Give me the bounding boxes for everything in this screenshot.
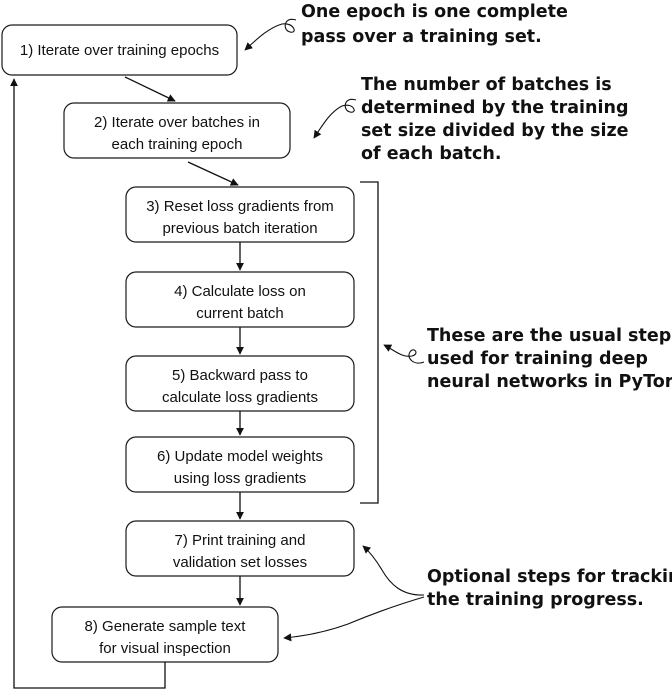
step-4-line-2: current batch <box>196 305 284 322</box>
step-3-box: 3) Reset loss gradients from previous ba… <box>125 186 355 243</box>
callout-arrow-batches <box>313 98 357 139</box>
callout-arrow-optional-7 <box>362 545 425 596</box>
annotation-batches-line-4: of each batch. <box>361 144 502 164</box>
loop-back-arrow <box>10 78 166 689</box>
step-7-box: 7) Print training and validation set los… <box>125 520 355 577</box>
step-4-box: 4) Calculate loss on current batch <box>125 271 355 328</box>
step-6-box: 6) Update model weights using loss gradi… <box>125 436 355 493</box>
step-3-line-2: previous batch iteration <box>162 220 317 237</box>
step-7-line-2: validation set losses <box>173 554 307 571</box>
step-8-line-1: 8) Generate sample text <box>85 618 247 635</box>
callout-arrow-optional-8 <box>283 596 425 642</box>
step-4-line-1: 4) Calculate loss on <box>174 283 306 300</box>
step-5-line-2: calculate loss gradients <box>162 389 318 406</box>
usual-steps-bracket <box>360 181 379 504</box>
step-6-line-1: 6) Update model weights <box>157 448 323 465</box>
step-3-line-1: 3) Reset loss gradients from <box>146 198 334 215</box>
step-2-line-1: 2) Iterate over batches in <box>94 114 260 131</box>
step-1-line-1: 1) Iterate over training epochs <box>20 42 219 59</box>
arrow-2-to-3 <box>187 161 239 186</box>
annotation-optional-steps: Optional steps for tracking the training… <box>427 567 672 610</box>
annotation-epoch-line-1: One epoch is one complete <box>301 2 568 22</box>
arrow-1-to-2 <box>124 76 176 102</box>
annotation-usual-steps-line-1: These are the usual steps <box>427 326 672 346</box>
step-8-line-2: for visual inspection <box>99 640 231 657</box>
step-1-box: 1) Iterate over training epochs <box>1 24 238 76</box>
annotation-epoch-line-2: pass over a training set. <box>301 27 542 47</box>
step-8-box: 8) Generate sample text for visual inspe… <box>51 606 279 663</box>
step-5-box: 5) Backward pass to calculate loss gradi… <box>125 355 355 412</box>
annotation-batches: The number of batches is determined by t… <box>361 75 629 164</box>
annotation-optional-steps-line-2: the training progress. <box>427 590 644 610</box>
annotation-usual-steps: These are the usual steps used for train… <box>427 326 672 392</box>
annotation-batches-line-3: set size divided by the size <box>361 121 629 141</box>
annotation-usual-steps-line-3: neural networks in PyTorch. <box>427 372 672 392</box>
step-6-line-2: using loss gradients <box>174 470 307 487</box>
step-5-line-1: 5) Backward pass to <box>172 367 308 384</box>
annotation-optional-steps-line-1: Optional steps for tracking <box>427 567 672 587</box>
step-7-line-1: 7) Print training and <box>175 532 306 549</box>
callout-arrow-epoch <box>244 18 297 51</box>
annotation-batches-line-2: determined by the training <box>361 98 629 118</box>
annotation-epoch: One epoch is one complete pass over a tr… <box>301 2 568 47</box>
annotation-usual-steps-line-2: used for training deep <box>427 349 648 369</box>
step-2-box: 2) Iterate over batches in each training… <box>63 102 291 159</box>
callout-arrow-usual-steps <box>383 344 425 364</box>
step-2-line-2: each training epoch <box>112 136 243 153</box>
annotation-batches-line-1: The number of batches is <box>361 75 612 95</box>
